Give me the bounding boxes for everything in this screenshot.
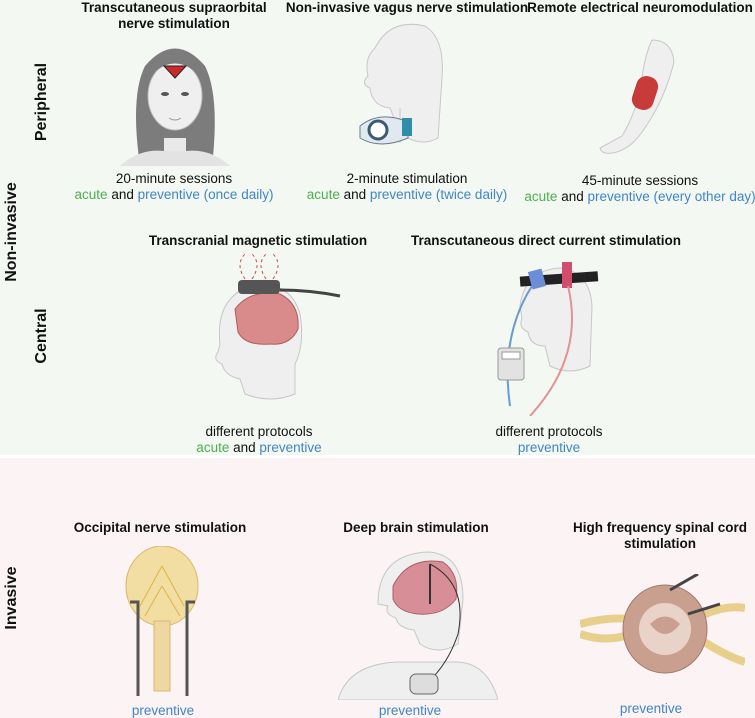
acute-label: acute bbox=[196, 440, 230, 455]
item-title-vagus: Non-invasive vagus nerve stimulation bbox=[285, 0, 529, 15]
item-usage-tms: acute and preventive bbox=[196, 439, 321, 456]
preventive-label: preventive (every other day) bbox=[587, 189, 755, 204]
and-label: and bbox=[111, 187, 134, 202]
item-duration-ren: 45-minute sessions bbox=[581, 173, 699, 188]
item-title-supraorbital: Transcutaneous supraorbital nerve stimul… bbox=[81, 0, 267, 31]
and-label: and bbox=[233, 440, 256, 455]
item-duration-tdcs: different protocols bbox=[495, 424, 603, 439]
preventive-label: preventive bbox=[259, 440, 322, 455]
neck-vagus-device-icon bbox=[359, 23, 443, 145]
item-title-tdcs: Transcutaneous direct current stimulatio… bbox=[410, 233, 682, 248]
acute-label: acute bbox=[74, 187, 108, 202]
non-invasive-label: Non-invasive bbox=[3, 182, 20, 282]
peripheral-label: Peripheral bbox=[33, 62, 50, 142]
item-duration-tms: different protocols bbox=[205, 424, 313, 439]
tms-coil-head-icon bbox=[215, 254, 341, 400]
and-label: and bbox=[561, 189, 584, 204]
item-title-ren: Remote electrical neuromodulation bbox=[527, 0, 753, 15]
preventive-label: preventive (once daily) bbox=[137, 187, 274, 202]
acute-label: acute bbox=[524, 189, 558, 204]
central-label: Central bbox=[33, 308, 50, 364]
and-label: and bbox=[343, 187, 367, 202]
item-usage-vagus: acute and preventive (twice daily) bbox=[307, 186, 507, 203]
brain-implant-icon bbox=[338, 551, 498, 700]
item-usage-dbs: preventive bbox=[378, 703, 442, 718]
skull-occipital-leads-icon bbox=[125, 546, 199, 696]
item-usage-ons: preventive bbox=[131, 703, 195, 718]
acute-label: acute bbox=[306, 187, 340, 202]
tdcs-headband-icon bbox=[497, 262, 599, 416]
item-title-spinal: High frequency spinal cord stimulation bbox=[572, 520, 748, 551]
item-usage-tdcs: preventive bbox=[517, 440, 581, 455]
item-usage-ren: acute and preventive (every other day) bbox=[524, 188, 755, 205]
preventive-label: preventive (twice daily) bbox=[369, 187, 508, 202]
item-title-ons: Occipital nerve stimulation bbox=[73, 520, 247, 535]
item-title-tms: Transcranial magnetic stimulation bbox=[148, 233, 368, 248]
face-with-forehead-electrode-icon bbox=[120, 48, 230, 166]
invasive-label: Invasive bbox=[3, 566, 20, 630]
item-duration-vagus: 2-minute stimulation bbox=[346, 171, 468, 186]
item-usage-spinal: preventive bbox=[619, 701, 683, 716]
item-usage-supraorbital: acute and preventive (once daily) bbox=[75, 186, 274, 203]
upper-arm-band-icon bbox=[599, 39, 675, 154]
item-title-dbs: Deep brain stimulation bbox=[343, 520, 489, 535]
item-duration-supraorbital: 20-minute sessions bbox=[115, 171, 233, 186]
spinal-cord-section-icon bbox=[580, 574, 745, 674]
panel-divider bbox=[0, 455, 755, 458]
